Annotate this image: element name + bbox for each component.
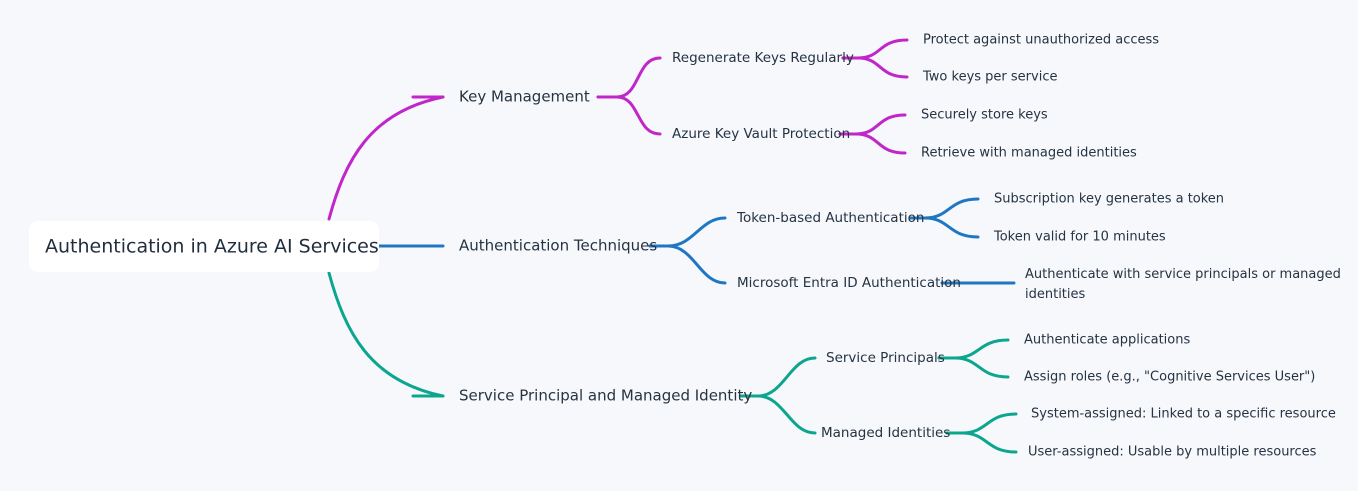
edge-root-to-service-principal	[327, 271, 445, 398]
root-node-box[interactable]	[29, 221, 379, 272]
edge-service-principal-to-managed-identities	[739, 394, 817, 435]
edge-auth-techniques-to-token-based	[648, 216, 727, 248]
node-service-principal-and-managed-identity-label[interactable]: Service Principal and Managed Identity	[459, 387, 752, 405]
leaf-user-assigned-usable-by-multiple-resources[interactable]: User-assigned: Usable by multiple resour…	[1028, 445, 1317, 460]
node-microsoft-entra-id-authentication-label[interactable]: Microsoft Entra ID Authentication	[737, 275, 961, 291]
leaf-system-assigned-linked-to-a-specific-resource[interactable]: System-assigned: Linked to a specific re…	[1031, 407, 1336, 422]
leaf-protect-against-unauthorized-access[interactable]: Protect against unauthorized access	[923, 33, 1159, 48]
node-azure-key-vault-protection-label[interactable]: Azure Key Vault Protection	[672, 126, 850, 142]
leaf-subscription-key-generates-a-token[interactable]: Subscription key generates a token	[994, 192, 1224, 207]
edge-azure-key-vault-to-retrieve-identities	[838, 132, 907, 155]
leaf-token-valid-for-10-minutes[interactable]: Token valid for 10 minutes	[993, 230, 1166, 245]
leaf-authenticate-line-1: Authenticate with service principals or …	[1025, 267, 1341, 282]
edge-auth-techniques-to-entra-id	[648, 244, 727, 285]
leaf-two-keys-per-service[interactable]: Two keys per service	[922, 70, 1057, 85]
edge-service-principals-to-assign-roles	[937, 356, 1010, 379]
edge-key-management-to-azure-key-vault	[596, 95, 662, 136]
edge-regenerate-keys-to-two-keys	[841, 56, 909, 79]
leaf-securely-store-keys[interactable]: Securely store keys	[921, 108, 1048, 123]
node-key-management-label[interactable]: Key Management	[459, 88, 590, 106]
leaf-authenticate-applications[interactable]: Authenticate applications	[1024, 333, 1190, 348]
edge-token-based-to-token-valid	[908, 216, 980, 239]
leaf-retrieve-with-managed-identities[interactable]: Retrieve with managed identities	[921, 146, 1137, 161]
root-node-label: Authentication in Azure AI Services	[45, 236, 379, 258]
node-service-principals-label[interactable]: Service Principals	[826, 350, 945, 366]
edge-key-management-to-regenerate-keys	[596, 56, 662, 99]
leaf-assign-roles-cognitive-services-user[interactable]: Assign roles (e.g., "Cognitive Services …	[1024, 370, 1315, 385]
leaf-authenticate-with-service-principals-or-managed-identities[interactable]: Authenticate with service principals or …	[1025, 267, 1345, 302]
node-authentication-techniques-label[interactable]: Authentication Techniques	[459, 237, 657, 255]
edge-service-principals-to-authenticate-applications	[937, 338, 1010, 360]
edge-root-to-key-management	[327, 95, 445, 221]
node-token-based-authentication-label[interactable]: Token-based Authentication	[736, 210, 924, 226]
node-regenerate-keys-regularly-label[interactable]: Regenerate Keys Regularly	[672, 50, 854, 66]
leaf-authenticate-line-2: identities	[1025, 287, 1086, 302]
edge-managed-identities-to-system-assigned	[945, 412, 1018, 435]
edge-managed-identities-to-user-assigned	[945, 431, 1018, 454]
node-managed-identities-label[interactable]: Managed Identities	[821, 425, 950, 441]
